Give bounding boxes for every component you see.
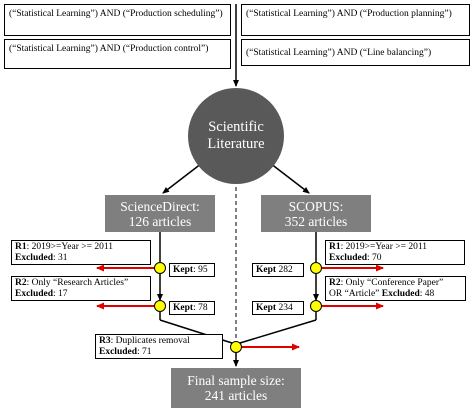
query-text: (“Statistical Learning”) AND (“Productio… [9,9,223,19]
sd-r1-node [154,262,166,274]
kept-value: 234 [278,303,293,313]
literature-line-2: Literature [207,136,265,152]
excluded-value: : 70 [367,253,382,263]
excluded-label: Excluded [381,289,420,299]
kept-label: Kept [173,303,194,313]
query-text: (“Statistical Learning”) AND (“Productio… [9,44,209,54]
r3-box: R3: Duplicates removal Excluded: 71 [95,334,223,359]
excluded-value: : 31 [53,253,68,263]
kept-label: Kept [256,303,277,313]
rule-label: R1 [329,242,341,252]
literature-line-1: Scientific [208,119,264,135]
excluded-value: : 48 [419,289,435,299]
rule-text: : Only “Conference Paper” [340,278,444,288]
sd-r1-box: R1: 2019>=Year >= 2011 Excluded: 31 [11,240,151,265]
sc-kept-1-box: Kept 282 [252,263,304,277]
kept-label: Kept [173,265,194,275]
scopus-name: SCOPUS: [288,198,344,214]
rule-label: R1 [15,242,27,252]
kept-value: : 78 [193,303,208,313]
rule-text: : 2019>=Year >= 2011 [26,242,113,252]
scopus-count: 352 articles [284,213,348,229]
sc-r1-node [310,262,322,274]
sd-r2-box: R2: Only “Research Articles” Excluded: 1… [11,276,151,301]
rule-label: R2 [15,278,27,288]
sc-to-merge [239,319,317,344]
excluded-label: Excluded [15,289,54,299]
rule-text-continued: OR “Article” [329,289,380,299]
rule-text: : 2019>=Year >= 2011 [340,242,427,252]
query-box-production-control: (“Statistical Learning”) AND (“Productio… [4,39,231,69]
kept-value: : 95 [193,265,208,275]
sciencedirect-name: ScienceDirect: [120,198,200,214]
r3-node [230,341,242,353]
sc-r1-box: R1: 2019>=Year >= 2011 Excluded: 70 [325,240,465,265]
scopus-box: SCOPUS: 352 articles [261,195,371,232]
excluded-label: Excluded [99,347,138,357]
query-box-production-planning: (“Statistical Learning”) AND (“Productio… [241,4,470,36]
rule-label: R3 [99,336,111,346]
sd-r2-node [154,300,166,312]
rule-text: : Only “Research Articles” [26,278,129,288]
sc-r2-node [310,300,322,312]
excluded-label: Excluded [15,253,54,263]
final-sample-box: Final sample size: 241 articles [171,368,301,408]
query-text: (“Statistical Learning”) AND (“Productio… [246,9,452,19]
rule-text: : Duplicates removal [110,336,190,346]
sciencedirect-count: 126 articles [128,213,192,229]
sd-kept-2-box: Kept: 78 [169,301,215,315]
scientific-literature-node: Scientific Literature [188,88,284,184]
query-box-production-scheduling: (“Statistical Learning”) AND (“Productio… [4,4,231,36]
excluded-value: : 17 [53,289,68,299]
kept-value: 282 [278,265,293,275]
kept-label: Kept [256,265,277,275]
query-text: (“Statistical Learning”) AND (“Line bala… [246,48,432,58]
excluded-label: Excluded [329,253,368,263]
sc-kept-2-box: Kept 234 [252,301,304,315]
rule-label: R2 [329,278,341,288]
query-box-line-balancing: (“Statistical Learning”) AND (“Line bala… [241,39,470,66]
sciencedirect-box: ScienceDirect: 126 articles [105,195,215,232]
sc-r2-box: R2: Only “Conference Paper” OR “Article”… [325,276,466,301]
final-line-2: 241 articles [204,388,268,403]
excluded-value: : 71 [137,347,152,357]
final-line-1: Final sample size: [187,373,285,388]
sd-kept-1-box: Kept: 95 [169,263,215,277]
